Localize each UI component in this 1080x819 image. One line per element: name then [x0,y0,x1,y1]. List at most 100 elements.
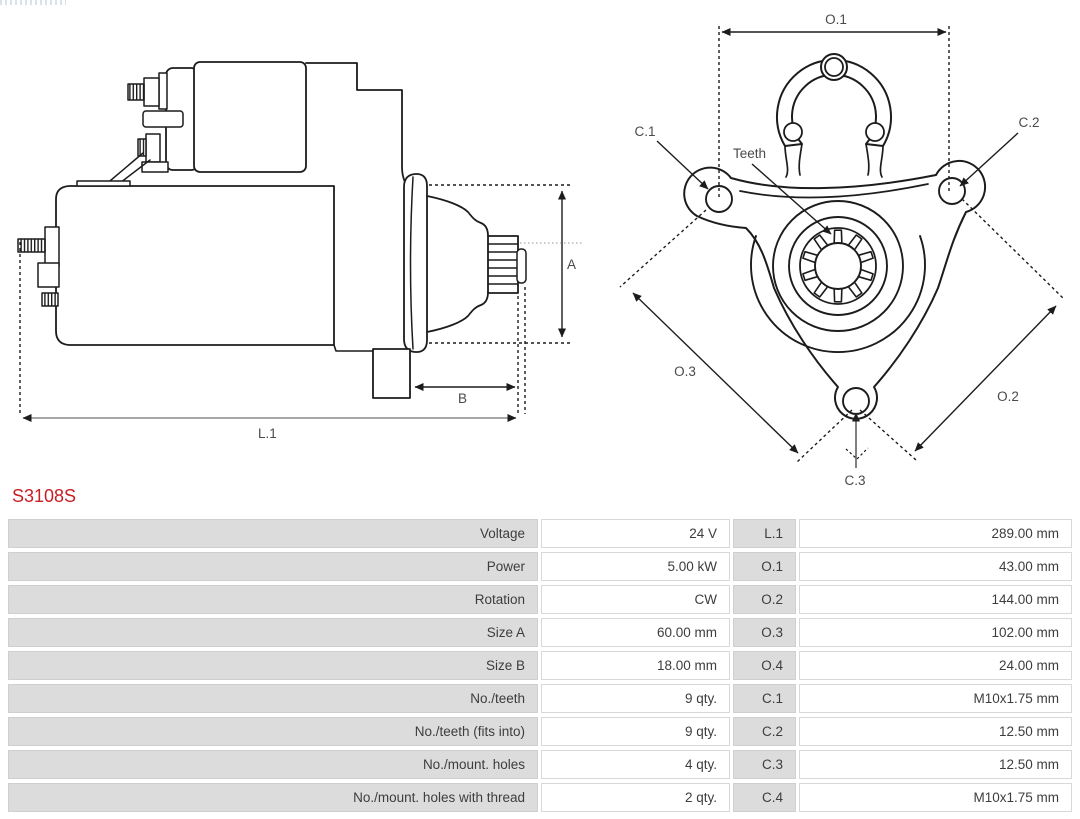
arch-right-hole [865,122,885,142]
gear-ring [799,227,877,305]
rear-stud-top [17,238,46,253]
terminal-strap [142,110,184,128]
terminal-washer [158,72,168,110]
label-a: A [567,257,576,272]
starter-front-view-drawing: O.1 C.1 C.2 Teeth O.3 O.2 C.3 [619,12,1065,488]
body-foot-step [333,344,374,352]
table-row: No./teeth (fits into) 9 qty. C.2 12.50 m… [8,717,1072,746]
table-row: Size B 18.00 mm O.4 24.00 mm [8,651,1072,680]
label-o2: O.2 [997,389,1019,404]
dim-value-cell: M10x1.75 mm [799,783,1072,812]
dim-key-cell: O.4 [733,651,796,680]
rear-stud-lower [41,292,59,307]
hole-c2 [938,177,966,205]
body-ledge [76,180,131,187]
arch-left-hole [783,122,803,142]
terminal-nut-top [143,77,160,107]
terminal-nut-lower [145,133,161,163]
dim-value-cell: 144.00 mm [799,585,1072,614]
spec-label-cell: Size B [8,651,538,680]
spec-label-cell: Rotation [8,585,538,614]
table-row: Rotation CW O.2 144.00 mm [8,585,1072,614]
arch-flare-lines [784,143,884,178]
spec-label-cell: Size A [8,618,538,647]
mount-flange-inner-line [409,176,414,350]
mount-foot [372,348,411,399]
spec-label-cell: No./teeth [8,684,538,713]
dim-key-cell: O.2 [733,585,796,614]
label-c2: C.2 [1018,115,1039,130]
dim-o2-ext-bottom [859,409,917,461]
dim-value-cell: 102.00 mm [799,618,1072,647]
label-b: B [458,391,467,406]
hub-arc [750,235,926,353]
leader-c2 [959,132,1019,187]
dim-key-cell: C.3 [733,750,796,779]
spec-label-cell: Voltage [8,519,538,548]
dim-o3-ext-top [619,209,707,288]
spec-value-cell: 2 qty. [541,783,730,812]
mount-flange-edge [403,173,428,353]
hole-c3 [842,387,870,415]
spec-label-cell: No./mount. holes with thread [8,783,538,812]
dim-key-cell: O.1 [733,552,796,581]
dimension-o2-line [914,305,1057,452]
table-row: Size A 60.00 mm O.3 102.00 mm [8,618,1072,647]
spec-label-cell: No./teeth (fits into) [8,717,538,746]
spec-value-cell: 9 qty. [541,684,730,713]
dim-key-cell: L.1 [733,519,796,548]
spec-value-cell: 60.00 mm [541,618,730,647]
drive-cone-bottom [426,291,489,333]
dim-key-cell: C.1 [733,684,796,713]
spec-label-cell: No./mount. holes [8,750,538,779]
spec-value-cell: 9 qty. [541,717,730,746]
solenoid-body [193,61,307,173]
table-row: No./teeth 9 qty. C.1 M10x1.75 mm [8,684,1072,713]
pinion-bore [814,242,862,290]
pinion-teeth-lines [487,243,519,285]
motor-body [55,185,335,346]
dim-value-cell: M10x1.75 mm [799,684,1072,713]
dim-value-cell: 24.00 mm [799,651,1072,680]
table-row: Power 5.00 kW O.1 43.00 mm [8,552,1072,581]
flange-inner-top-line [739,183,929,199]
dim-value-cell: 43.00 mm [799,552,1072,581]
leader-c1 [656,140,709,190]
starter-side-view-drawing: A B L.1 [17,61,583,441]
hub-circle-outer [772,200,904,332]
dimension-o3-line [632,292,799,454]
spec-value-cell: 24 V [541,519,730,548]
dim-value-cell: 12.50 mm [799,750,1072,779]
rear-block-lower [37,262,60,288]
spec-value-cell: 5.00 kW [541,552,730,581]
dim-key-cell: C.2 [733,717,796,746]
spec-value-cell: 18.00 mm [541,651,730,680]
label-c3: C.3 [844,473,865,488]
drive-bracket-fill [306,63,414,196]
table-row: No./mount. holes with thread 2 qty. C.4 … [8,783,1072,812]
perpendicular-marker [845,447,869,460]
dim-key-cell: C.4 [733,783,796,812]
spec-value-cell: CW [541,585,730,614]
rear-block-top [44,226,60,268]
dim-value-cell: 289.00 mm [799,519,1072,548]
gear-teeth [801,229,875,303]
label-c1: C.1 [634,124,655,139]
watermark-artifact [0,0,66,5]
hub-circle-mid [788,216,888,316]
pinion-end-collar [516,248,527,284]
table-row: No./mount. holes 4 qty. C.3 12.50 mm [8,750,1072,779]
terminal-stud-lower [137,138,147,157]
part-number-title: S3108S [12,486,77,506]
spec-table: Voltage 24 V L.1 289.00 mm Power 5.00 kW… [8,519,1072,812]
dim-o3-ext-bottom [796,409,853,463]
dim-key-cell: O.3 [733,618,796,647]
spec-label-cell: Power [8,552,538,581]
label-l1: L.1 [258,426,277,441]
label-o3: O.3 [674,364,696,379]
terminal-stud-top [127,83,145,101]
dim-value-cell: 12.50 mm [799,717,1072,746]
hole-c1 [705,185,733,213]
drive-cone-top [426,195,489,237]
